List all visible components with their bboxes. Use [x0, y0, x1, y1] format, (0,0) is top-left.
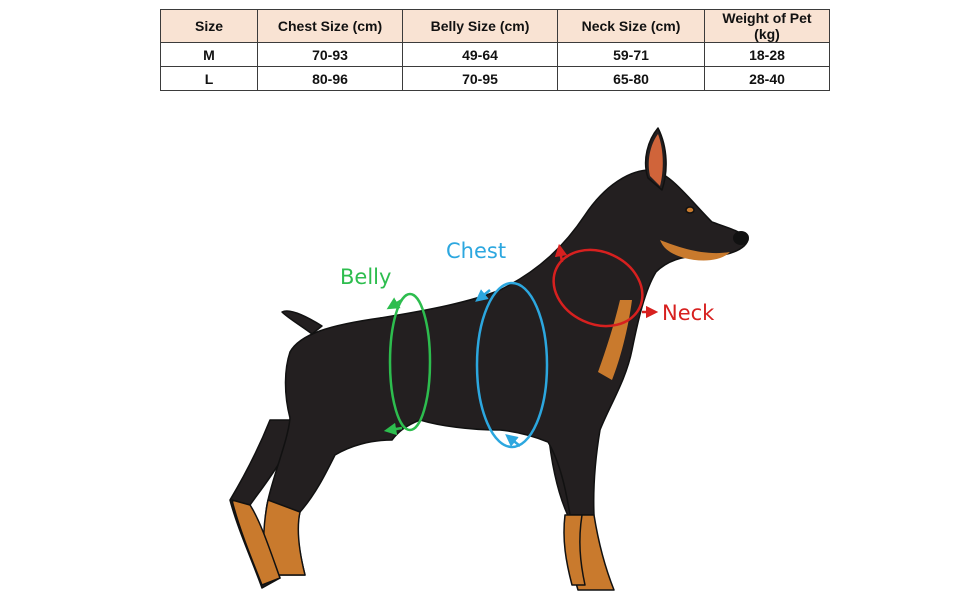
far-front-paw-tan	[563, 514, 586, 586]
neck-arrow-top	[554, 243, 568, 263]
belly-arrow-top	[386, 297, 403, 310]
chest-measurement: Chest	[446, 239, 549, 449]
neck-loop	[552, 248, 644, 328]
dog-illustration	[229, 127, 749, 591]
size-chart-table: Size Chest Size (cm) Belly Size (cm) Nec…	[160, 9, 830, 91]
chest-label: Chest	[446, 239, 506, 263]
nose	[733, 231, 749, 245]
belly-label: Belly	[340, 265, 391, 289]
table-row: L 80-96 70-95 65-80 28-40	[160, 66, 830, 91]
cell-weight: 28-40	[704, 66, 830, 91]
cell-chest: 70-93	[257, 42, 403, 67]
chest-loop	[475, 281, 549, 449]
table-row: M 70-93 49-64 59-71 18-28	[160, 42, 830, 67]
cell-chest: 80-96	[257, 66, 403, 91]
belly-arrow-bottom	[383, 422, 403, 436]
cell-size: L	[160, 66, 258, 91]
ear-inner	[648, 134, 663, 186]
eye	[685, 206, 695, 214]
dog-body	[264, 169, 749, 576]
chest-tan	[598, 300, 632, 380]
cell-weight: 18-28	[704, 42, 830, 67]
muzzle-tan	[660, 240, 730, 261]
belly-loop	[388, 292, 432, 432]
chest-arrow-top	[475, 289, 491, 302]
hind-paw-tan	[262, 499, 306, 576]
table-header-row: Size Chest Size (cm) Belly Size (cm) Nec…	[160, 9, 830, 43]
header-size: Size	[160, 9, 258, 43]
cell-neck: 59-71	[557, 42, 705, 67]
far-hind-paw-tan	[231, 499, 281, 586]
neck-measurement: Neck	[552, 243, 715, 328]
neck-label: Neck	[662, 301, 715, 325]
cell-belly: 70-95	[402, 66, 558, 91]
header-neck-size: Neck Size (cm)	[557, 9, 705, 43]
belly-measurement: Belly	[340, 265, 432, 436]
header-weight: Weight of Pet (kg)	[704, 9, 830, 43]
cell-belly: 49-64	[402, 42, 558, 67]
chest-arrow-bottom	[505, 434, 521, 447]
tail	[281, 310, 323, 335]
